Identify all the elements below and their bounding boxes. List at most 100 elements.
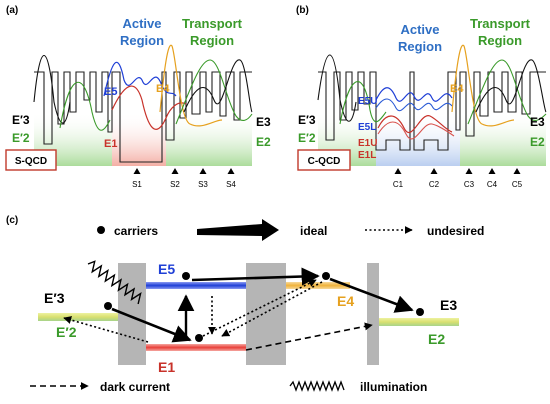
label-e5l-b: E5L [358,122,376,133]
marker-c2-triangle [430,168,438,174]
legend-dark-current-text: dark current [100,380,170,394]
label-e2-a: E2 [256,135,271,149]
markers-b: C1 C2 C3 C4 C5 [393,168,523,189]
marker-s3-triangle [199,168,207,174]
panel-a: (a) Active Region Transport Region E′3 E… [5,5,271,189]
legend-ideal-text: ideal [300,224,327,238]
wavefunction-e5-a [103,61,177,97]
marker-c3-triangle [465,168,473,174]
carrier-left [104,302,112,310]
marker-s4-triangle [227,168,235,174]
legend-illumination-wave [289,380,345,392]
carrier-right [416,308,424,316]
active-region-title-b-line2: Region [398,39,442,54]
active-region-title-a-line2: Region [120,33,164,48]
band-e3p-e2p [38,313,118,321]
wavefunction-e3p-b [317,54,357,122]
panel-a-tag: (a) [6,5,18,16]
legend-undesired-text: undesired [427,224,484,238]
label-e1u-b: E1U [358,138,377,149]
legend-ideal-arrow [197,219,279,241]
marker-c5-label: C5 [512,180,523,189]
wavefunction-e4-b [451,44,515,127]
markers-a: S1 S2 S3 S4 [132,168,236,189]
wavefunction-e2-a [175,59,253,125]
wavefunction-e3-b [475,59,547,113]
label-e3-a: E3 [256,115,271,129]
transport-region-title-a-line2: Region [190,33,234,48]
structure-box-b [297,149,351,171]
undesired-arrow-e1-to-left [63,316,149,343]
transport-region-title-b-line2: Region [478,33,522,48]
label-e2p-c: E′2 [56,324,77,340]
label-e2-c: E2 [428,331,445,347]
label-e1-c: E1 [158,359,175,375]
panel-c: (c) carriers ideal undesired [6,215,484,394]
undesired-arrow-e1-to-e4 [202,279,317,337]
label-e4-b: E4 [450,83,464,95]
label-e3p-b: E′3 [298,113,316,127]
legend-carriers-text: carriers [114,224,158,238]
label-e4-c: E4 [337,293,354,309]
label-e4-a: E4 [156,83,170,95]
active-region-title-a-line1: Active [122,16,161,31]
right-transport-shading [166,112,252,166]
wavefunction-e1l-b [377,121,455,140]
wavefunction-e2-b [467,59,547,125]
active-shading-b [376,112,460,166]
barrier-2 [246,263,286,365]
barrier-3 [367,263,379,365]
structure-label-b: C-QCD [308,156,341,167]
structure-label-a: S-QCD [15,156,47,167]
marker-s1-triangle [133,168,141,174]
marker-c3-label: C3 [464,180,475,189]
label-e3p-a: E′3 [12,113,30,127]
label-e2p-a: E′2 [12,131,30,145]
label-e3p-c: E′3 [44,290,65,306]
band-e5 [146,282,246,289]
wavefunction-e2p-b [339,81,387,125]
band-profile-a [34,71,252,163]
ideal-arrow-e4-to-right [329,277,414,313]
band-e1 [146,344,246,351]
band-e3-e2 [379,318,459,326]
wavefunction-e5u-b [375,87,453,102]
dark-current-arrow-e1-to-e3 [245,322,373,351]
marker-s4-label: S4 [226,180,236,189]
wavefunction-e3p-a [33,54,71,124]
transport-region-title-b-line1: Transport [470,16,531,31]
wavefunction-e1u-b [377,115,453,133]
marker-c5-triangle [513,168,521,174]
wavefunction-e5l-b [375,98,453,112]
marker-c4-label: C4 [487,180,498,189]
wavefunction-e3-a [183,59,253,113]
carrier-e5 [182,272,190,280]
ideal-arrow-left-to-e1 [111,307,192,343]
marker-c4-triangle [488,168,496,174]
label-e2p-b: E′2 [298,131,316,145]
label-e2-b: E2 [530,135,545,149]
wavefunction-e4-a [159,44,223,127]
active-region-title-b-line1: Active [400,22,439,37]
active-shading [112,112,166,166]
marker-s1-label: S1 [132,180,142,189]
panel-b-tag: (b) [296,5,309,16]
marker-c1-triangle [394,168,402,174]
label-e1l-b: E1L [358,150,376,161]
panel-c-tag: (c) [6,215,18,226]
marker-s3-label: S3 [198,180,208,189]
marker-c2-label: C2 [429,180,440,189]
panel-b: (b) Active Region Transport Region E′3 E… [296,5,547,189]
carrier-e4 [322,272,330,280]
label-e5-a: E5 [104,86,117,98]
marker-s2-triangle [171,168,179,174]
label-e1-a: E1 [104,138,117,150]
marker-c1-label: C1 [393,180,404,189]
label-e3-c: E3 [440,297,457,313]
wavefunction-e1-a [111,85,187,130]
wavefunction-e2p-a [59,81,111,131]
label-e5-c: E5 [158,261,175,277]
label-e3-b: E3 [530,115,545,129]
